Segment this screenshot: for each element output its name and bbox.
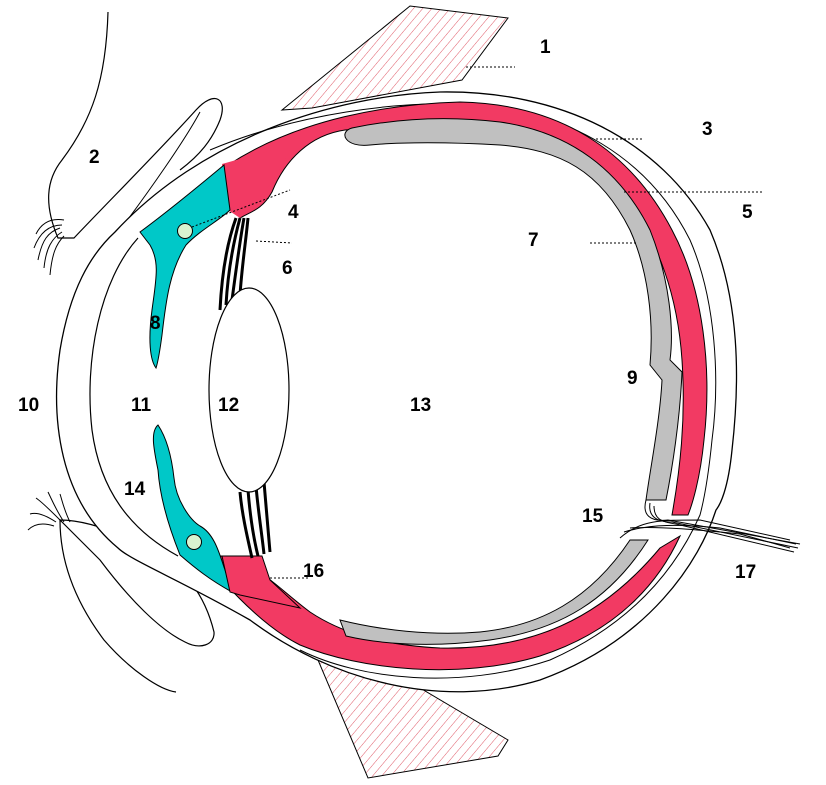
zonular-fibers-upper (218, 217, 250, 311)
label-4: 4 (288, 202, 299, 223)
iris-upper (139, 164, 231, 370)
ciliary-body-lower (221, 555, 302, 609)
choroid (227, 101, 708, 516)
upper-eye-muscle (280, 5, 509, 111)
retina-lower (339, 539, 649, 645)
sclera (56, 91, 738, 693)
lens (208, 287, 290, 493)
label-15: 15 (582, 506, 604, 527)
label-10: 10 (18, 395, 39, 416)
ciliary-dot-lower (186, 534, 202, 550)
leader-lines (191, 66, 762, 579)
label-6: 6 (282, 258, 293, 279)
label-11: 11 (131, 395, 152, 416)
ciliary-dot-upper (177, 223, 193, 239)
zonular-fibers-lower (238, 481, 272, 559)
label-2: 2 (89, 147, 100, 168)
label-5: 5 (742, 202, 753, 223)
retina (344, 118, 683, 501)
label-1: 1 (540, 37, 551, 58)
label-9: 9 (627, 368, 638, 389)
label-8: 8 (150, 313, 161, 334)
label-7: 7 (528, 230, 539, 251)
label-14: 14 (124, 479, 146, 500)
cornea (89, 237, 179, 557)
ciliary-body-upper (222, 150, 290, 218)
optic-nerve (619, 499, 801, 553)
label-13: 13 (410, 395, 431, 416)
label-12: 12 (218, 395, 239, 416)
label-16: 16 (303, 561, 324, 582)
upper-eyelid (48, 11, 223, 239)
upper-eyelashes (33, 219, 65, 276)
lower-eyelashes (27, 491, 71, 531)
choroid-lower (219, 534, 682, 671)
label-3: 3 (702, 119, 713, 140)
label-17: 17 (735, 562, 756, 583)
